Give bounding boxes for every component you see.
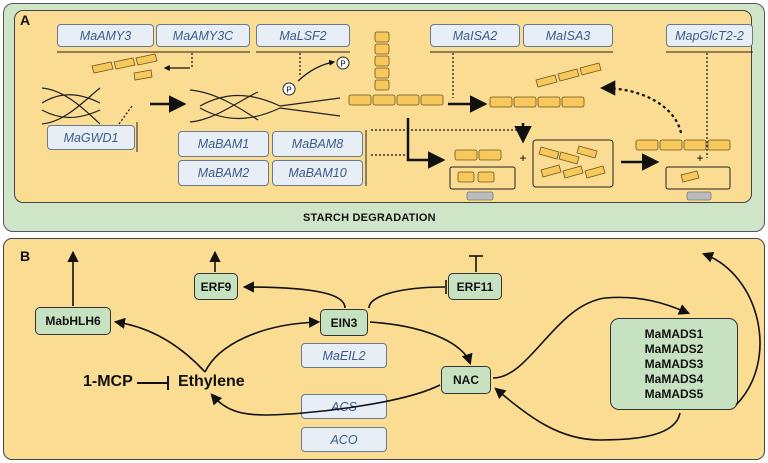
phosphate-icons: [282, 56, 350, 96]
granule-right: [189, 89, 341, 123]
panel-b-label: B: [20, 248, 31, 264]
panel-b-arrows: [67, 250, 761, 441]
node-ein3: EIN3: [320, 309, 368, 336]
mads-item: MaMADS2: [644, 341, 704, 356]
phosphate-label: P: [340, 60, 345, 69]
phosphate-label: P: [286, 86, 291, 95]
gene-mapglct2-2: MapGlcT2-2: [666, 24, 753, 47]
glucose-chains: [91, 31, 731, 183]
membrane-transporters: [466, 191, 712, 201]
label-ethylene: Ethylene: [178, 373, 245, 390]
plus-sign: +: [519, 151, 526, 165]
node-erf9: ERF9: [194, 273, 238, 300]
gene-aco: ACO: [301, 427, 387, 452]
panel-a-label: A: [20, 12, 31, 28]
gene-mabam8: MaBAM8: [272, 131, 363, 157]
gene-maisa3: MaISA3: [523, 24, 613, 47]
mads-box-group: MaMADS1 MaMADS2 MaMADS3 MaMADS4 MaMADS5: [610, 318, 738, 410]
granule-left: [41, 87, 101, 125]
mads-item: MaMADS5: [644, 386, 704, 401]
mads-item: MaMADS4: [644, 371, 704, 386]
node-nac: NAC: [441, 366, 491, 394]
gene-mabam10: MaBAM10: [272, 160, 363, 186]
gene-maamy3: MaAMY3: [57, 24, 154, 47]
mads-item: MaMADS1: [644, 326, 704, 341]
label-1-mcp: 1-MCP: [83, 373, 133, 390]
panel-a-arrows: [118, 53, 708, 171]
gene-mabam2: MaBAM2: [178, 160, 269, 186]
starch-degradation-caption: STARCH DEGRADATION: [303, 212, 436, 224]
gene-maisa2: MaISA2: [430, 24, 520, 47]
gene-magwd1: MaGWD1: [47, 125, 135, 150]
gene-malsf2: MaLSF2: [256, 24, 350, 47]
mads-item: MaMADS3: [644, 356, 704, 371]
node-erf11: ERF11: [448, 273, 502, 300]
gene-acs: ACS: [301, 394, 387, 419]
gene-maamy3c: MaAMY3C: [156, 24, 250, 47]
gene-underlines: [57, 51, 753, 186]
product-containers: [449, 139, 731, 190]
plus-sign: +: [696, 151, 703, 165]
node-mabhlh6: MabHLH6: [35, 307, 111, 335]
gene-mabam1: MaBAM1: [178, 131, 269, 157]
gene-maeil2: MaEIL2: [301, 343, 387, 368]
